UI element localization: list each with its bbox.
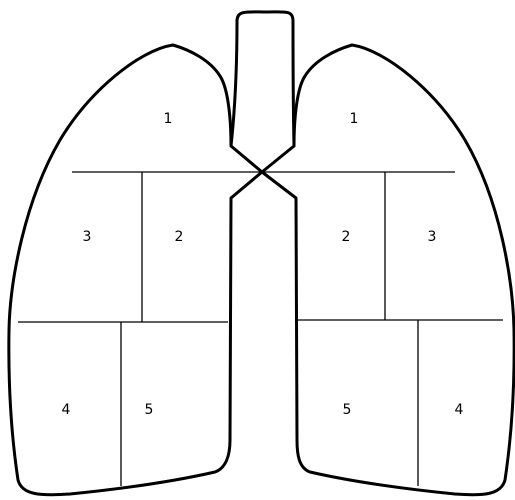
trachea-outline <box>231 12 294 146</box>
left-zone-5-label: 5 <box>145 402 154 418</box>
right-zone-2-label: 2 <box>342 229 351 245</box>
right-zone-1-label: 1 <box>350 111 359 127</box>
right-zone-5-label: 5 <box>343 402 352 418</box>
right-lung-outline <box>262 45 514 495</box>
left-zone-1-label: 1 <box>164 111 173 127</box>
left-lung-outline <box>9 45 262 495</box>
left-zone-2-label: 2 <box>175 229 184 245</box>
left-zone-3-label: 3 <box>83 229 92 245</box>
right-zone-3-label: 3 <box>428 229 437 245</box>
left-zone-4-label: 4 <box>62 402 71 418</box>
right-zone-4-label: 4 <box>455 402 464 418</box>
